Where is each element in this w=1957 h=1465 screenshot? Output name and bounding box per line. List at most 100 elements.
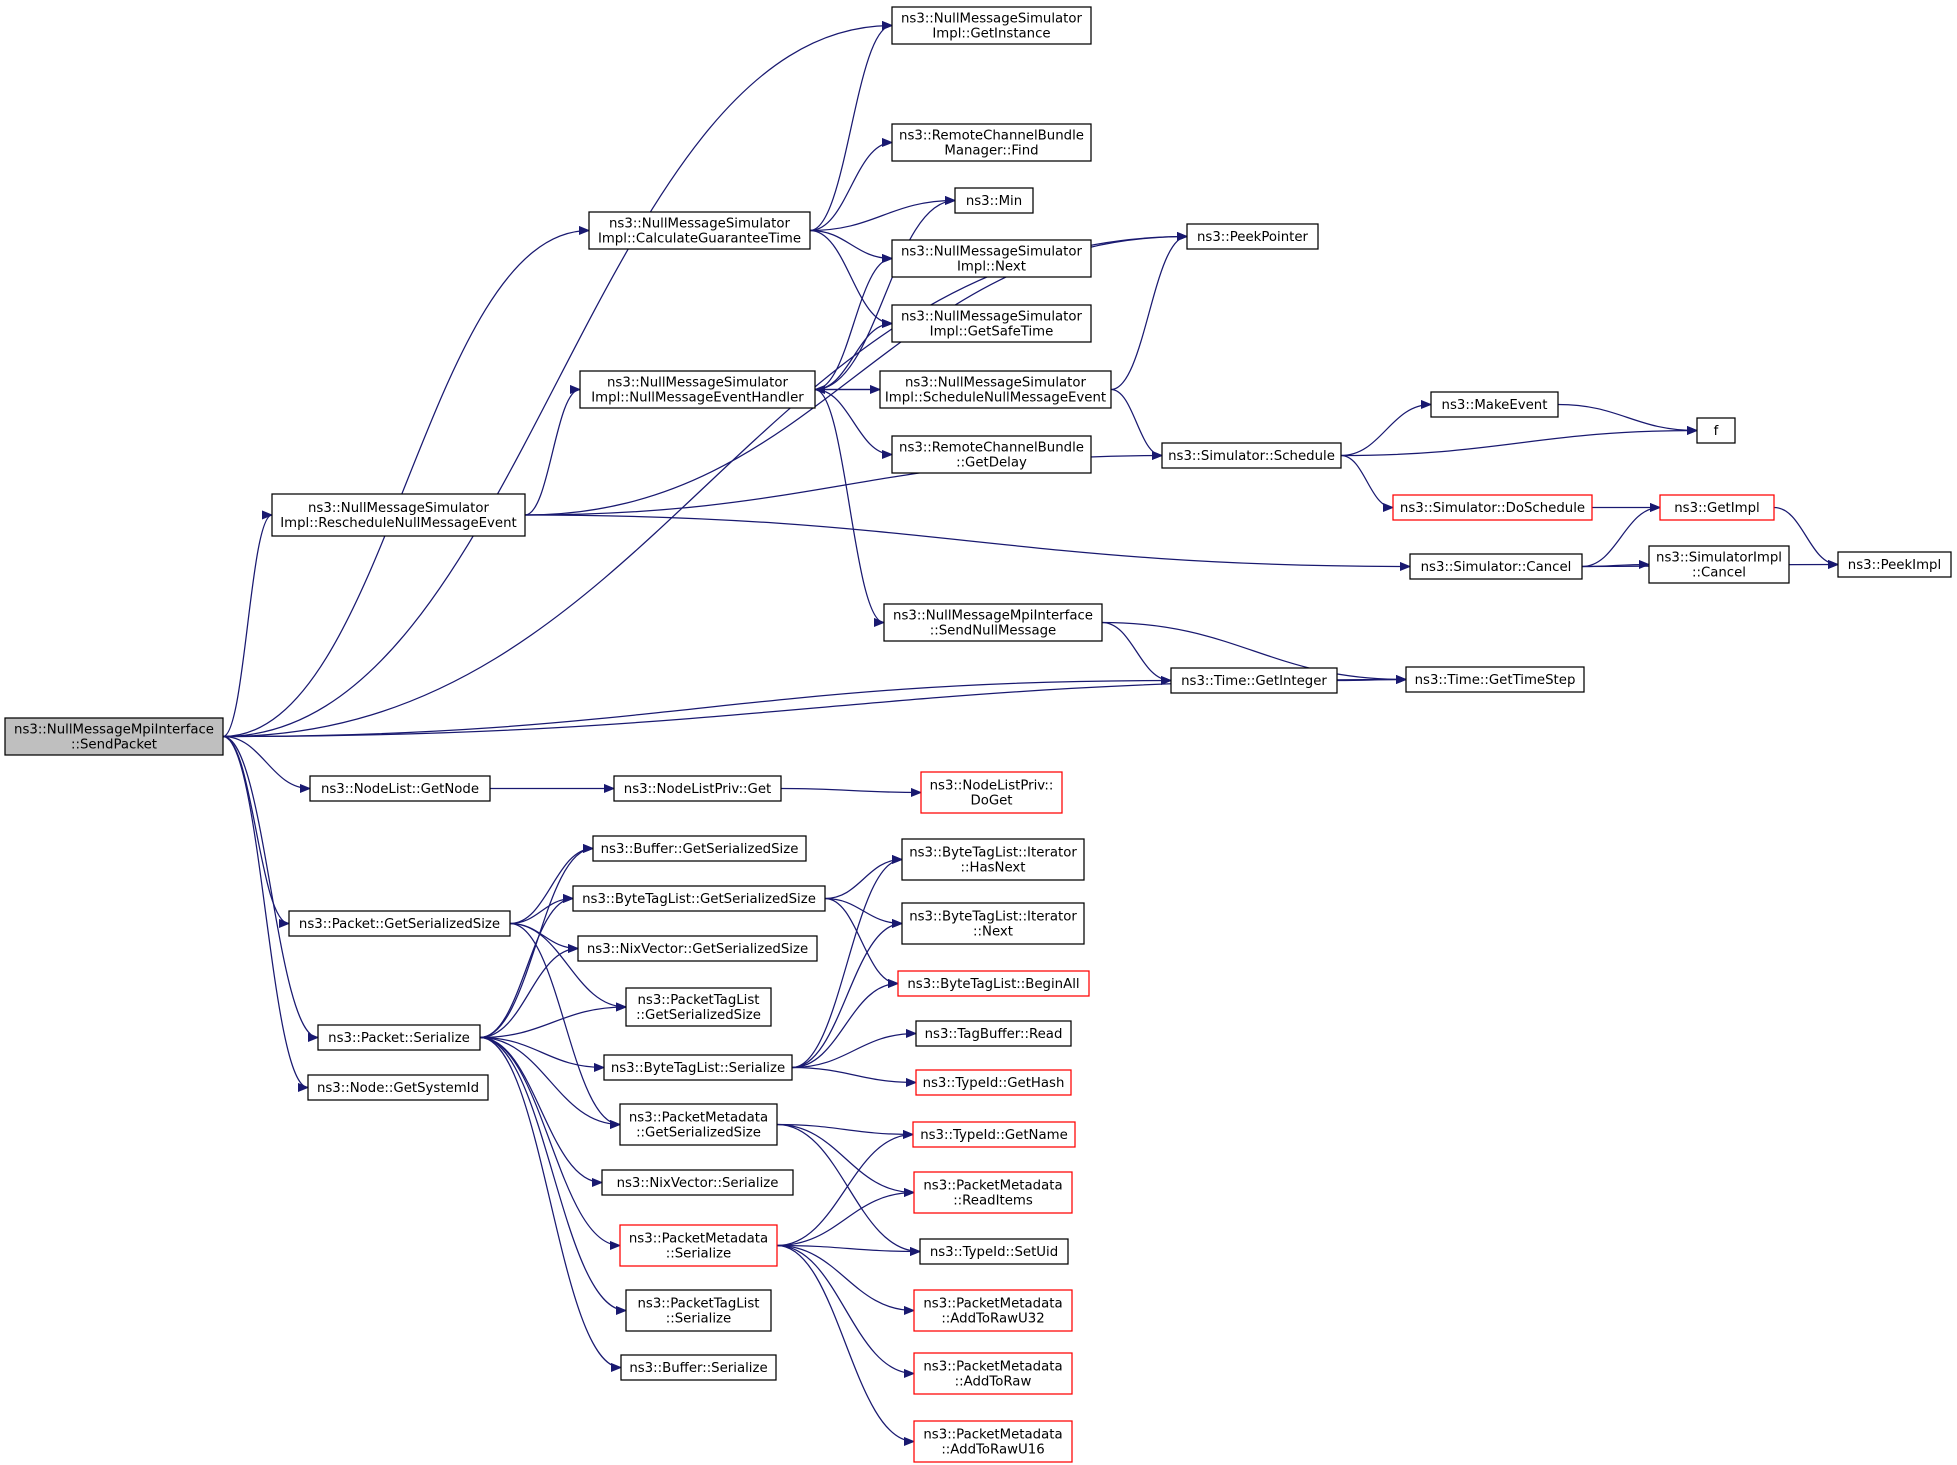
node-btlIterNext[interactable]: ns3::ByteTagList::Iterator::Next xyxy=(901,902,1085,945)
node-box xyxy=(307,1074,489,1101)
node-box xyxy=(288,910,511,937)
node-pktSerialize[interactable]: ns3::Packet::Serialize xyxy=(317,1024,481,1051)
node-nlpDoGet[interactable]: ns3::NodeListPriv::DoGet xyxy=(920,771,1063,814)
node-btlIterHasNext[interactable]: ns3::ByteTagList::Iterator::HasNext xyxy=(901,838,1085,881)
node-min[interactable]: ns3::Min xyxy=(954,187,1034,214)
node-label: ::ReadItems xyxy=(953,1194,1033,1209)
node-box xyxy=(271,493,526,537)
node-box xyxy=(919,1238,1069,1265)
node-label: ns3::ByteTagList::BeginAll xyxy=(907,977,1079,992)
node-simSchedule[interactable]: ns3::Simulator::Schedule xyxy=(1161,442,1342,469)
node-btlSerialize[interactable]: ns3::ByteTagList::Serialize xyxy=(603,1054,793,1081)
node-box xyxy=(901,902,1085,945)
node-label: ns3::PacketMetadata xyxy=(629,1111,768,1126)
node-peekImpl[interactable]: ns3::PeekImpl xyxy=(1837,551,1952,578)
edge-nullMsgHandler-to-getDelay xyxy=(814,388,892,455)
node-ptlGetSize[interactable]: ns3::PacketTagList::GetSerializedSize xyxy=(625,987,772,1027)
node-box xyxy=(915,1020,1072,1047)
node-box xyxy=(891,123,1092,162)
edge-calcGuarantee-to-next xyxy=(809,229,892,259)
node-box xyxy=(1161,442,1342,469)
node-box xyxy=(912,1121,1076,1148)
node-pktGetSize[interactable]: ns3::Packet::GetSerializedSize xyxy=(288,910,511,937)
node-pmGetSize[interactable]: ns3::PacketMetadata::GetSerializedSize xyxy=(619,1103,778,1146)
node-typeIdGetName[interactable]: ns3::TypeId::GetName xyxy=(912,1121,1076,1148)
node-getTimeStep[interactable]: ns3::Time::GetTimeStep xyxy=(1405,666,1585,693)
edge-nullMsgHandler-to-min xyxy=(814,201,955,391)
node-pmSerialize[interactable]: ns3::PacketMetadata::Serialize xyxy=(619,1224,778,1267)
node-typeIdSetUid[interactable]: ns3::TypeId::SetUid xyxy=(919,1238,1069,1265)
node-makeEvent[interactable]: ns3::MakeEvent xyxy=(1430,391,1559,418)
node-nullMsgHandler[interactable]: ns3::NullMessageSimulatorImpl::NullMessa… xyxy=(579,370,816,409)
node-scheduleNull[interactable]: ns3::NullMessageSimulatorImpl::ScheduleN… xyxy=(879,370,1112,409)
node-label: ::GetDelay xyxy=(956,456,1027,471)
node-tagBufRead[interactable]: ns3::TagBuffer::Read xyxy=(915,1020,1072,1047)
node-getSafeTime[interactable]: ns3::NullMessageSimulatorImpl::GetSafeTi… xyxy=(891,304,1092,343)
node-ptlSerialize[interactable]: ns3::PacketTagList::Serialize xyxy=(625,1289,772,1332)
edge-pktGetSize-to-pmGetSize xyxy=(509,922,620,1125)
node-box xyxy=(1430,391,1559,418)
node-calcGuarantee[interactable]: ns3::NullMessageSimulatorImpl::Calculate… xyxy=(588,211,811,250)
edge-pmSerialize-to-typeIdGetName xyxy=(776,1135,913,1247)
node-label: ns3::PeekPointer xyxy=(1197,230,1309,245)
node-bufSerialize[interactable]: ns3::Buffer::Serialize xyxy=(620,1354,777,1381)
node-nixGetSize[interactable]: ns3::NixVector::GetSerializedSize xyxy=(577,935,818,962)
node-nodeGetSysId[interactable]: ns3::Node::GetSystemId xyxy=(307,1074,489,1101)
node-box xyxy=(913,1289,1073,1332)
node-bufGetSize[interactable]: ns3::Buffer::GetSerializedSize xyxy=(592,835,807,862)
node-box xyxy=(317,1024,481,1051)
node-box xyxy=(915,1069,1072,1096)
node-pmReadItems[interactable]: ns3::PacketMetadata::ReadItems xyxy=(913,1171,1073,1214)
node-pmAddRaw[interactable]: ns3::PacketMetadata::AddToRaw xyxy=(913,1352,1073,1395)
node-pmAddU32[interactable]: ns3::PacketMetadata::AddToRawU32 xyxy=(913,1289,1073,1332)
node-getDelay[interactable]: ns3::RemoteChannelBundle::GetDelay xyxy=(891,435,1092,474)
node-nixSerialize[interactable]: ns3::NixVector::Serialize xyxy=(601,1169,794,1196)
node-label: ::HasNext xyxy=(960,861,1025,876)
node-label: ns3::PacketTagList xyxy=(637,993,759,1008)
node-box xyxy=(579,370,816,409)
node-label: DoGet xyxy=(970,794,1012,809)
edge-btlSerialize-to-tagBufRead xyxy=(791,1034,916,1069)
edge-simSchedule-to-makeEvent xyxy=(1340,405,1431,457)
node-box xyxy=(588,211,811,250)
node-f[interactable]: f xyxy=(1696,417,1736,444)
node-label: ns3::PacketMetadata xyxy=(923,1360,1062,1375)
node-label: ::Serialize xyxy=(666,1312,731,1327)
node-getNode[interactable]: ns3::NodeList::GetNode xyxy=(309,775,491,802)
node-doSchedule[interactable]: ns3::Simulator::DoSchedule xyxy=(1392,494,1593,521)
node-simCancel[interactable]: ns3::Simulator::Cancel xyxy=(1409,553,1583,580)
node-peekPointer[interactable]: ns3::PeekPointer xyxy=(1186,223,1319,250)
node-simImplCancel[interactable]: ns3::SimulatorImpl::Cancel xyxy=(1648,545,1790,584)
edge-pmSerialize-to-pmAddU16 xyxy=(776,1244,914,1442)
node-reschedule[interactable]: ns3::NullMessageSimulatorImpl::Reschedul… xyxy=(271,493,526,537)
node-label: ::GetSerializedSize xyxy=(636,1008,761,1023)
edge-btlGetSize-to-btlIterHasNext xyxy=(824,860,902,900)
node-label: ns3::PacketMetadata xyxy=(923,1179,1062,1194)
node-label: ns3::Simulator::DoSchedule xyxy=(1400,501,1585,516)
node-label: ns3::Time::GetInteger xyxy=(1181,674,1327,689)
node-label: ::AddToRawU16 xyxy=(941,1443,1044,1458)
node-sendNull[interactable]: ns3::NullMessageMpiInterface::SendNullMe… xyxy=(883,603,1103,642)
node-box xyxy=(883,603,1103,642)
node-label: ns3::ByteTagList::Iterator xyxy=(909,846,1077,861)
node-typeIdGetHash[interactable]: ns3::TypeId::GetHash xyxy=(915,1069,1072,1096)
node-label: ns3::Buffer::Serialize xyxy=(629,1361,767,1376)
edge-btlSerialize-to-btlIterNext xyxy=(791,924,902,1069)
edge-layer xyxy=(222,26,1839,1442)
node-nlpGet[interactable]: ns3::NodeListPriv::Get xyxy=(613,775,782,802)
node-box xyxy=(913,1420,1073,1463)
node-pmAddU16[interactable]: ns3::PacketMetadata::AddToRawU16 xyxy=(913,1420,1073,1463)
node-root[interactable]: ns3::NullMessageMpiInterface::SendPacket xyxy=(4,717,224,756)
node-getImpl[interactable]: ns3::GetImpl xyxy=(1659,494,1775,521)
node-getInteger[interactable]: ns3::Time::GetInteger xyxy=(1170,667,1338,694)
node-btlGetSize[interactable]: ns3::ByteTagList::GetSerializedSize xyxy=(572,885,826,912)
node-box xyxy=(897,970,1090,997)
edge-nullMsgHandler-to-next xyxy=(814,259,893,391)
node-btlBeginAll[interactable]: ns3::ByteTagList::BeginAll xyxy=(897,970,1090,997)
node-getInstance[interactable]: ns3::NullMessageSimulatorImpl::GetInstan… xyxy=(891,6,1092,45)
node-label: ns3::Node::GetSystemId xyxy=(317,1081,479,1096)
node-label: ns3::Packet::Serialize xyxy=(328,1031,470,1046)
edge-pktSerialize-to-btlGetSize xyxy=(479,899,573,1039)
